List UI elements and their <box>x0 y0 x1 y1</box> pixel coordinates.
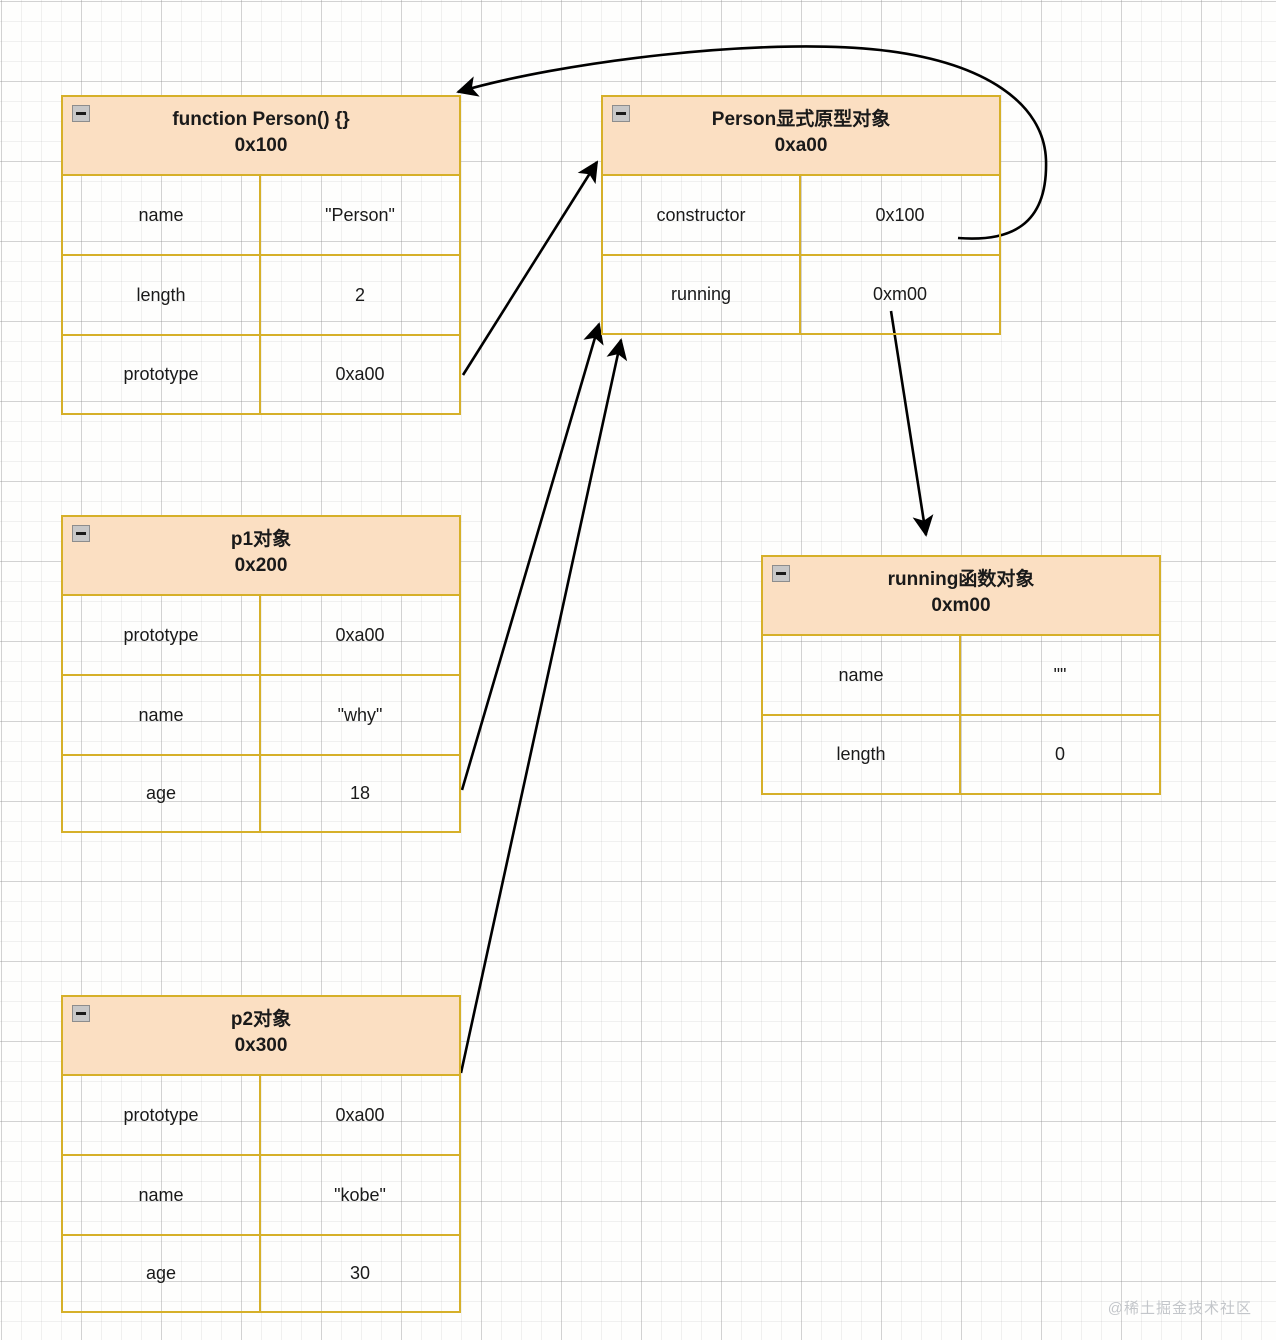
box-title-line2: 0x100 <box>234 134 288 156</box>
box-header: p1对象 0x200 <box>63 517 459 596</box>
row-key: prototype <box>63 1076 261 1154</box>
table-row: name "why" <box>63 676 459 756</box>
collapse-minus-icon[interactable] <box>72 1005 90 1022</box>
collapse-minus-icon[interactable] <box>72 525 90 542</box>
row-value: "Person" <box>325 204 395 225</box>
table-row: prototype 0xa00 <box>63 336 459 413</box>
row-key: name <box>63 1156 261 1234</box>
row-key: length <box>763 716 961 793</box>
table-row: prototype 0xa00 <box>63 596 459 676</box>
collapse-minus-icon[interactable] <box>612 105 630 122</box>
watermark: @稀土掘金技术社区 <box>1107 1300 1252 1317</box>
row-value: 18 <box>349 783 371 803</box>
box-p2-object[interactable]: p2对象 0x300 prototype 0xa00 name "kobe" a… <box>61 995 461 1313</box>
row-value: 0xm00 <box>872 284 928 304</box>
box-title-line2: 0x300 <box>234 1034 288 1056</box>
table-row: age 30 <box>63 1236 459 1311</box>
row-value: "kobe" <box>334 1184 386 1205</box>
box-running-function[interactable]: running函数对象 0xm00 name "" length 0 <box>761 555 1161 795</box>
box-title-line1: p1对象 <box>230 529 292 550</box>
table-row: running 0xm00 <box>603 256 999 333</box>
box-title-line1: running函数对象 <box>887 569 1035 590</box>
box-title-line1: function Person() {} <box>172 109 350 130</box>
row-value: "why" <box>337 704 383 725</box>
table-row: length 2 <box>63 256 459 336</box>
table-row: name "Person" <box>63 176 459 256</box>
row-value: 0xa00 <box>335 624 385 645</box>
row-value: 30 <box>349 1263 371 1283</box>
box-header: running函数对象 0xm00 <box>763 557 1159 636</box>
box-title-line1: Person显式原型对象 <box>711 109 891 130</box>
row-value: 0xa00 <box>335 364 385 384</box>
row-value: 0xa00 <box>335 1104 385 1125</box>
table-row: name "" <box>763 636 1159 716</box>
arrow-person-prototype-to-prototype-object <box>461 160 599 376</box>
box-title-line1: p2对象 <box>230 1009 292 1030</box>
row-key: running <box>603 256 801 333</box>
table-row: prototype 0xa00 <box>63 1076 459 1156</box>
row-key: age <box>63 1236 261 1311</box>
box-title-line2: 0xm00 <box>931 594 991 616</box>
row-key: name <box>763 636 961 714</box>
box-p1-object[interactable]: p1对象 0x200 prototype 0xa00 name "why" ag… <box>61 515 461 833</box>
row-key: length <box>63 256 261 334</box>
row-key: age <box>63 756 261 831</box>
box-person-prototype[interactable]: Person显式原型对象 0xa00 constructor 0x100 run… <box>601 95 1001 335</box>
row-key: prototype <box>63 336 261 413</box>
row-value: 0x100 <box>875 204 925 225</box>
arrow-p1-to-prototype-object <box>460 322 604 791</box>
box-header: Person显式原型对象 0xa00 <box>603 97 999 176</box>
row-key: constructor <box>603 176 801 254</box>
table-row: age 18 <box>63 756 459 831</box>
row-value: 2 <box>354 284 365 305</box>
row-value: "" <box>1053 664 1067 685</box>
row-key: name <box>63 176 261 254</box>
arrow-p2-to-prototype-object <box>459 338 628 1074</box>
table-row: constructor 0x100 <box>603 176 999 256</box>
collapse-minus-icon[interactable] <box>772 565 790 582</box>
box-header: function Person() {} 0x100 <box>63 97 459 176</box>
box-person-function[interactable]: function Person() {} 0x100 name "Person"… <box>61 95 461 415</box>
box-header: p2对象 0x300 <box>63 997 459 1076</box>
box-title-line2: 0xa00 <box>774 134 828 156</box>
table-row: name "kobe" <box>63 1156 459 1236</box>
arrow-running-to-running-function <box>889 310 934 537</box>
row-key: prototype <box>63 596 261 674</box>
box-title-line2: 0x200 <box>234 554 288 576</box>
row-value: 0 <box>1054 744 1065 764</box>
collapse-minus-icon[interactable] <box>72 105 90 122</box>
row-key: name <box>63 676 261 754</box>
table-row: length 0 <box>763 716 1159 793</box>
